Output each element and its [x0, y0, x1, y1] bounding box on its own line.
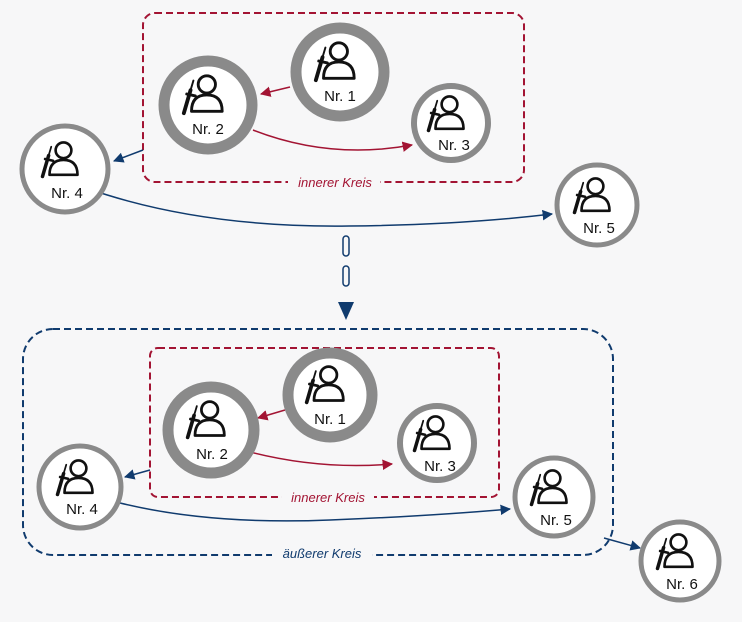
bottom-arrow-2-to-4 [123, 469, 151, 480]
bottom-arrow-2-to-3 [249, 451, 394, 471]
top-arrow-4-to-5 [85, 187, 554, 227]
top-inner-label: innerer Kreis [298, 175, 372, 190]
bottom-node-3-label: Nr. 3 [424, 458, 456, 475]
bottom-outer-label-bg [272, 545, 372, 561]
top-diagram: innerer Kreis Nr. 1 Nr. 2 Nr. 3 Nr. 4 [19, 12, 640, 248]
top-node-4-label: Nr. 4 [51, 185, 83, 202]
bottom-inner-label: innerer Kreis [291, 490, 365, 505]
bottom-node-4: Nr. 4 [36, 443, 124, 531]
bottom-node-1-label: Nr. 1 [314, 411, 346, 428]
bottom-arrow-5-to-6 [603, 537, 642, 551]
top-node-2-label: Nr. 2 [192, 121, 224, 138]
bottom-node-5: Nr. 5 [512, 455, 596, 539]
bottom-outer-label: äußerer Kreis [283, 546, 362, 561]
bottom-arrow-1-to-2 [256, 409, 286, 421]
bottom-node-3: Nr. 3 [397, 403, 477, 483]
top-node-1: Nr. 1 [290, 22, 390, 122]
top-node-4: Nr. 4 [19, 123, 111, 215]
bottom-node-5-label: Nr. 5 [540, 512, 572, 529]
top-node-1-label: Nr. 1 [324, 88, 356, 105]
top-node-5-label: Nr. 5 [583, 220, 615, 237]
top-arrow-1-to-2 [259, 86, 291, 97]
bottom-node-6: Nr. 6 [638, 519, 722, 603]
top-node-3: Nr. 3 [411, 83, 491, 163]
top-arrow-2-to-3 [252, 129, 414, 152]
top-inner-label-bg [288, 174, 380, 190]
bottom-inner-label-bg [282, 489, 374, 505]
top-node-5: Nr. 5 [554, 162, 640, 248]
top-node-3-label: Nr. 3 [438, 137, 470, 154]
bottom-node-1: Nr. 1 [282, 347, 378, 443]
top-node-2: Nr. 2 [158, 55, 258, 155]
transition-arrow [338, 235, 354, 320]
bottom-outer-circle-box [22, 328, 614, 556]
bottom-node-4-label: Nr. 4 [66, 501, 98, 518]
bottom-node-6-label: Nr. 6 [666, 576, 698, 593]
bottom-node-2: Nr. 2 [162, 381, 260, 479]
top-arrow-2-to-4 [113, 149, 144, 163]
bottom-arrow-4-to-5 [119, 502, 512, 522]
bottom-diagram: äußerer Kreis innerer Kreis Nr. 1 Nr. 2 … [22, 328, 722, 603]
bottom-node-2-label: Nr. 2 [196, 446, 228, 463]
